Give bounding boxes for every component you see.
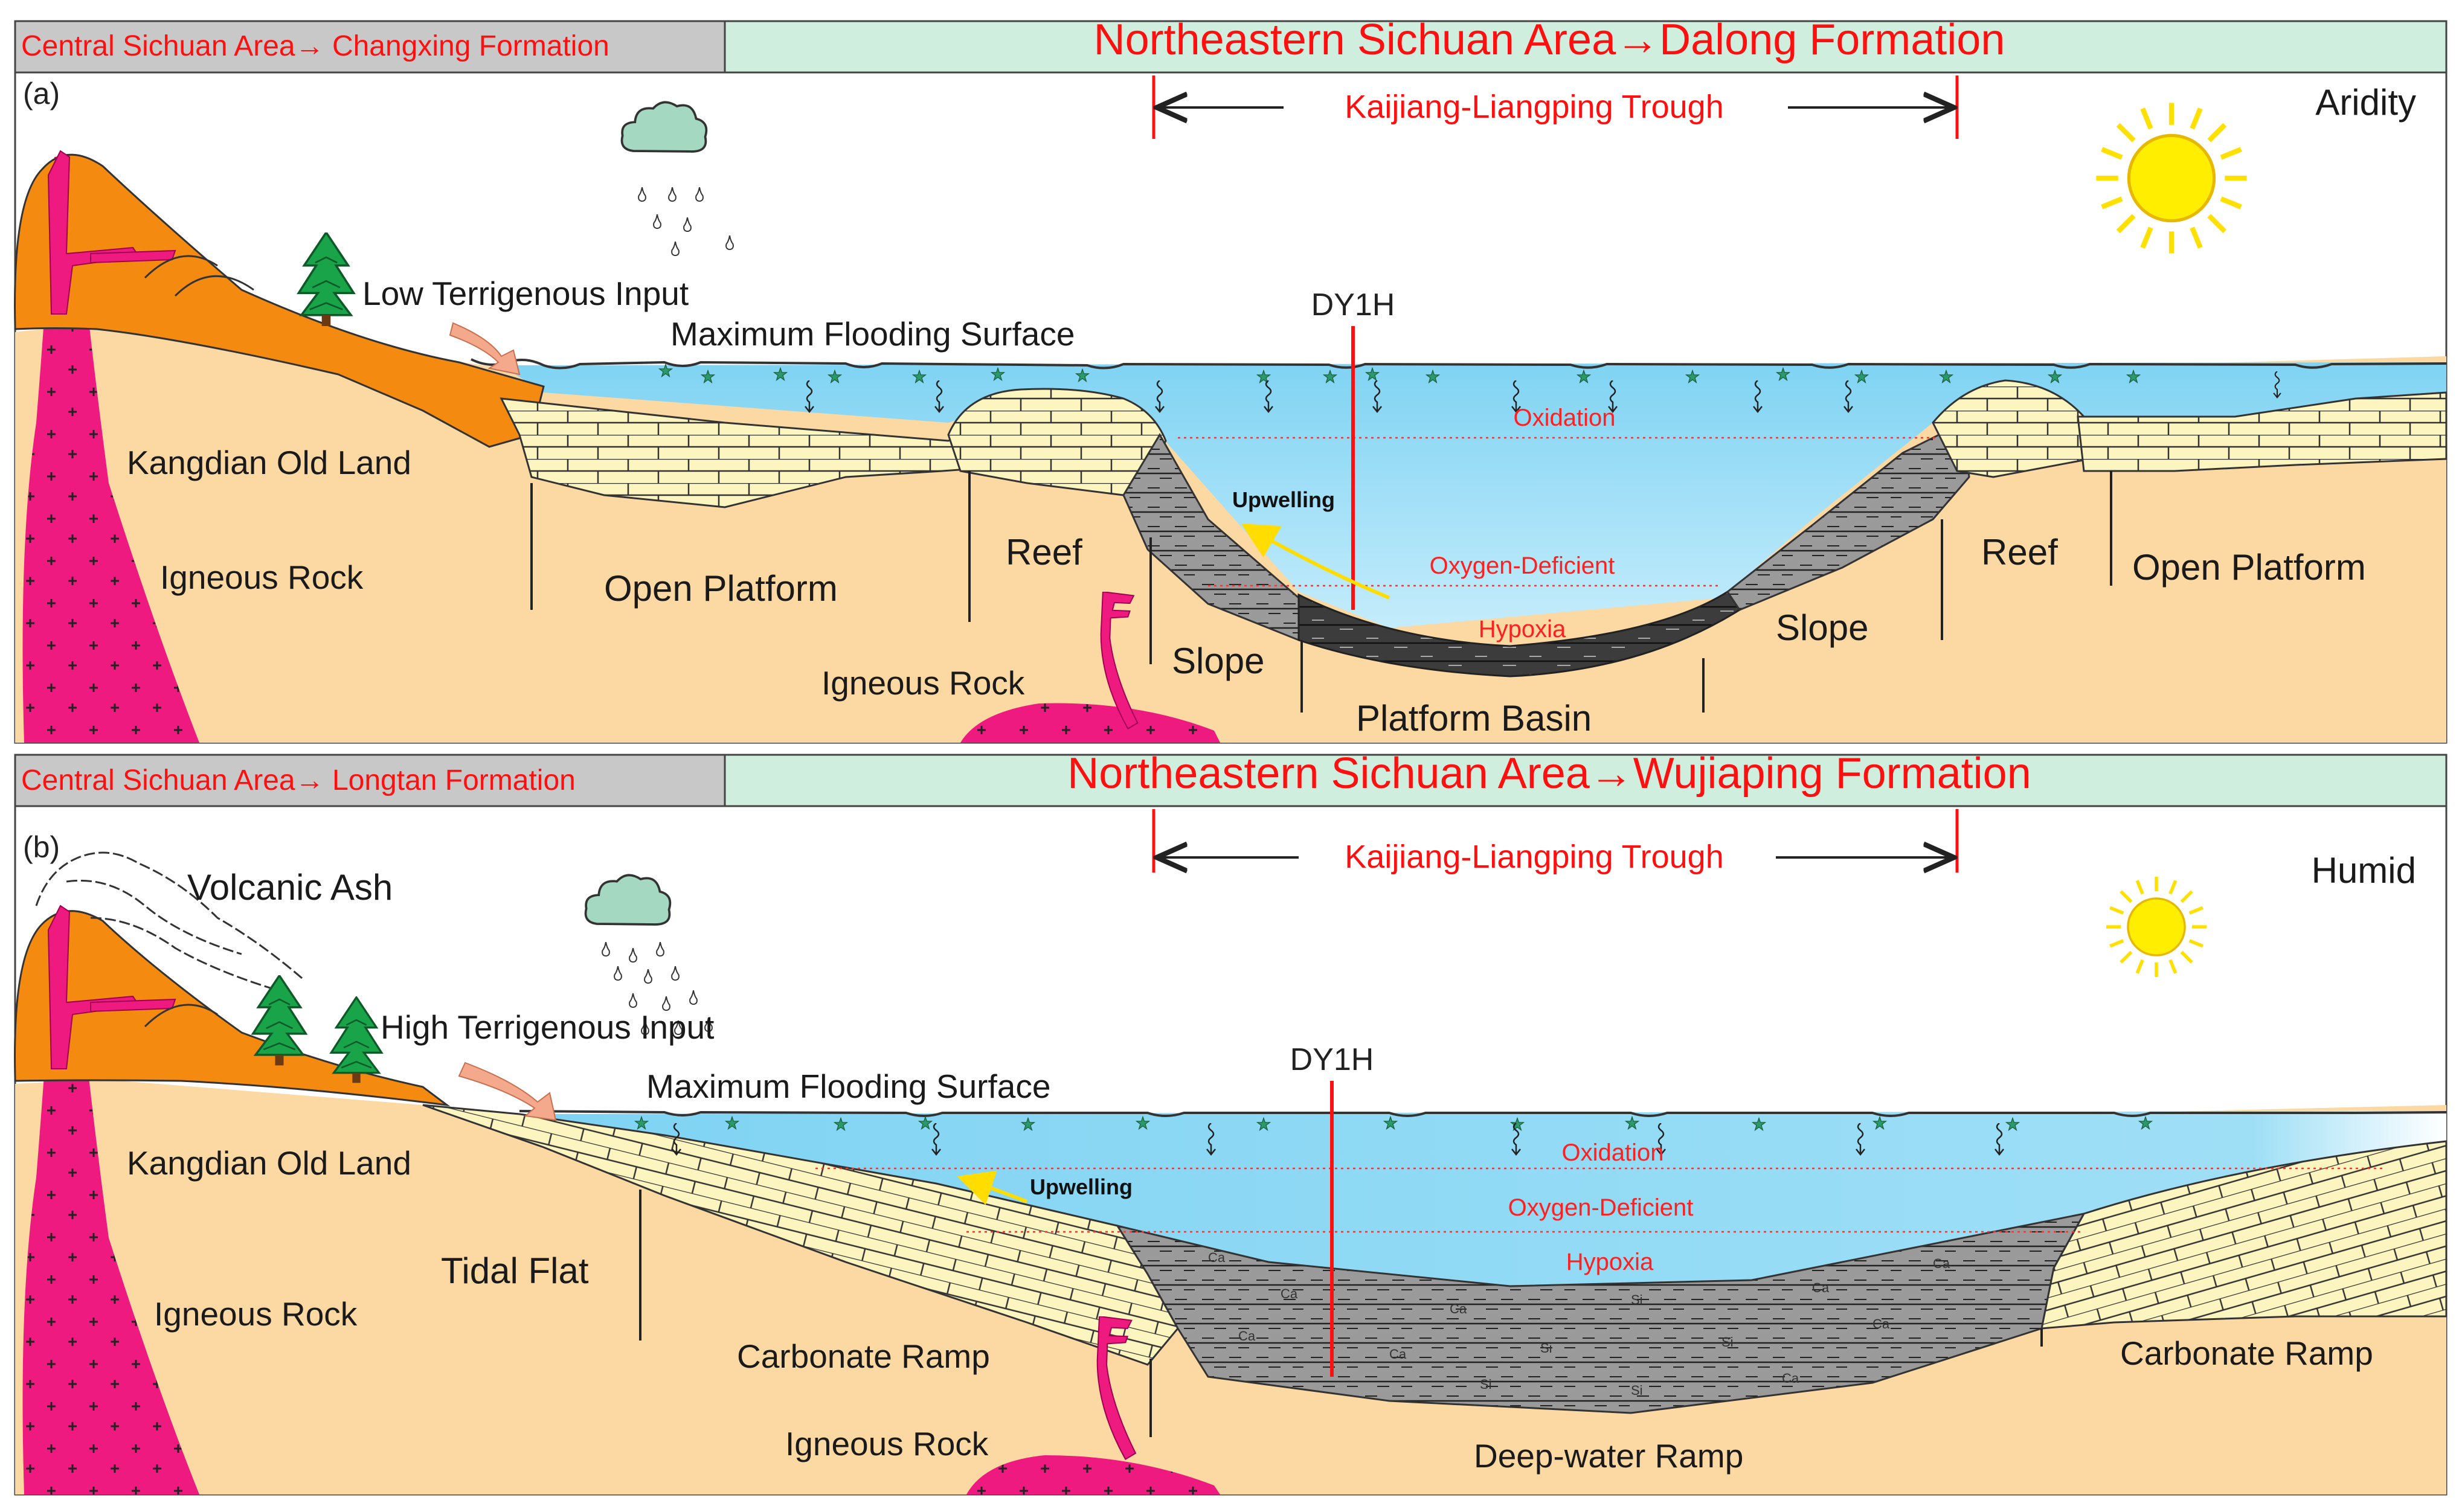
svg-text:Ca: Ca [1782, 1371, 1799, 1386]
svg-text:Si: Si [1480, 1377, 1492, 1392]
igneous-center-label-b: Igneous Rock [785, 1425, 989, 1462]
open-platform-left-label-a: Open Platform [604, 568, 838, 609]
panel-b: Central Sichuan Area→ Longtan Formation … [14, 749, 2448, 1496]
reef-left-label-a: Reef [1006, 532, 1082, 572]
upwelling-label-b: Upwelling [1030, 1174, 1133, 1199]
carbonate-ramp-left-label: Carbonate Ramp [737, 1337, 990, 1375]
facies-boundaries-b [639, 1190, 2043, 1437]
igneous-center-b [966, 1455, 1220, 1494]
sea-surface-b [519, 1110, 2447, 1117]
climate-label-a: Aridity [2315, 82, 2416, 123]
svg-text:Ca: Ca [1450, 1301, 1467, 1316]
svg-text:Ca: Ca [1208, 1250, 1226, 1265]
facies-boundaries-a [530, 471, 2112, 713]
terrigenous-input-arrow-a [449, 322, 521, 376]
upwelling-arrow-b [957, 1170, 1028, 1205]
reef-left-a [947, 388, 1167, 496]
old-land-label-a: Kangdian Old Land [127, 444, 411, 481]
flooding-label-a: Maximum Flooding Surface [670, 315, 1075, 353]
upwelling-arrow-a [1241, 523, 1390, 600]
panel-label-a: (a) [23, 77, 60, 111]
open-platform-right-label-a: Open Platform [2132, 547, 2366, 588]
svg-text:Si: Si [1721, 1334, 1734, 1350]
panel-label-b: (b) [23, 830, 60, 864]
reef-right-a [1932, 379, 2091, 478]
input-label-b: High Terrigenous Input [381, 1008, 714, 1046]
svg-text:Ca: Ca [1812, 1280, 1830, 1295]
slope-right-label-a: Slope [1776, 607, 1868, 648]
header-right-a: Northeastern Sichuan Area→Dalong Formati… [1094, 16, 2005, 64]
water-b [519, 1111, 2446, 1286]
svg-text:Ca: Ca [1281, 1286, 1298, 1301]
header-left-a: Central Sichuan Area→ Changxing Formatio… [21, 30, 609, 62]
header-left-b: Central Sichuan Area→ Longtan Formation [21, 764, 576, 796]
open-platform-right-a [2077, 391, 2448, 472]
carbonate-ramp-right-b [2040, 1140, 2448, 1330]
trough-label-a: Kaijiang-Liangping Trough [1345, 89, 1723, 125]
panel-a: Central Sichuan Area→ Changxing Formatio… [14, 16, 2448, 744]
igneous-left-label-a: Igneous Rock [160, 559, 364, 596]
flooding-label-b: Maximum Flooding Surface [646, 1068, 1050, 1105]
carbonate-ramp-right-label: Carbonate Ramp [2120, 1334, 2373, 1372]
climate-label-b: Humid [2312, 850, 2416, 891]
volcanic-ash [35, 851, 303, 991]
well-label-a: DY1H [1311, 287, 1395, 322]
svg-text:Si: Si [1631, 1383, 1643, 1398]
svg-text:Ca: Ca [1933, 1256, 1950, 1271]
svg-text:Si: Si [1631, 1292, 1643, 1307]
volcanic-ash-label: Volcanic Ash [187, 867, 393, 908]
upwelling-label-a: Upwelling [1232, 487, 1335, 512]
deep-water-ramp-label: Deep-water Ramp [1474, 1437, 1743, 1475]
header-right-box [724, 20, 2448, 74]
water-a [501, 362, 2446, 628]
header-right-box-b [724, 754, 2448, 807]
igneous-left-label-b: Igneous Rock [154, 1295, 358, 1333]
reef-right-label-a: Reef [1981, 532, 2058, 572]
oxygen-deficient-label-a: Oxygen-Deficient [1430, 553, 1615, 579]
igneous-center-a [960, 703, 1220, 743]
svg-text:Ca: Ca [1389, 1347, 1407, 1362]
hypoxia-label-b: Hypoxia [1566, 1249, 1654, 1275]
svg-text:Ca: Ca [1238, 1328, 1256, 1344]
header-right-b: Northeastern Sichuan Area→Wujiaping Form… [1067, 749, 2031, 798]
sea-surface-a [471, 358, 2447, 370]
igneous-center-label-a: Igneous Rock [821, 664, 1025, 702]
input-label-a: Low Terrigenous Input [362, 275, 689, 312]
hypoxia-label-a: Hypoxia [1479, 616, 1566, 642]
slope-left-label-a: Slope [1172, 641, 1264, 681]
well-label-b: DY1H [1290, 1042, 1374, 1077]
svg-text:Ca: Ca [1872, 1316, 1890, 1331]
open-platform-left-a [500, 397, 1034, 508]
oxidation-label-b: Oxidation [1562, 1139, 1664, 1166]
oxygen-deficient-label-b: Oxygen-Deficient [1508, 1194, 1694, 1221]
platform-basin-label-a: Platform Basin [1356, 698, 1592, 738]
svg-text:Si: Si [1540, 1341, 1552, 1356]
header-left-box [14, 20, 726, 74]
old-land-label-b: Kangdian Old Land [127, 1144, 411, 1182]
terrigenous-input-arrow-b [458, 1062, 557, 1121]
trough-label-b: Kaijiang-Liangping Trough [1345, 839, 1723, 875]
slope-right-a [1726, 421, 1970, 611]
tidal-flat-label: Tidal Flat [441, 1251, 589, 1291]
oxidation-label-a: Oxidation [1514, 405, 1616, 431]
